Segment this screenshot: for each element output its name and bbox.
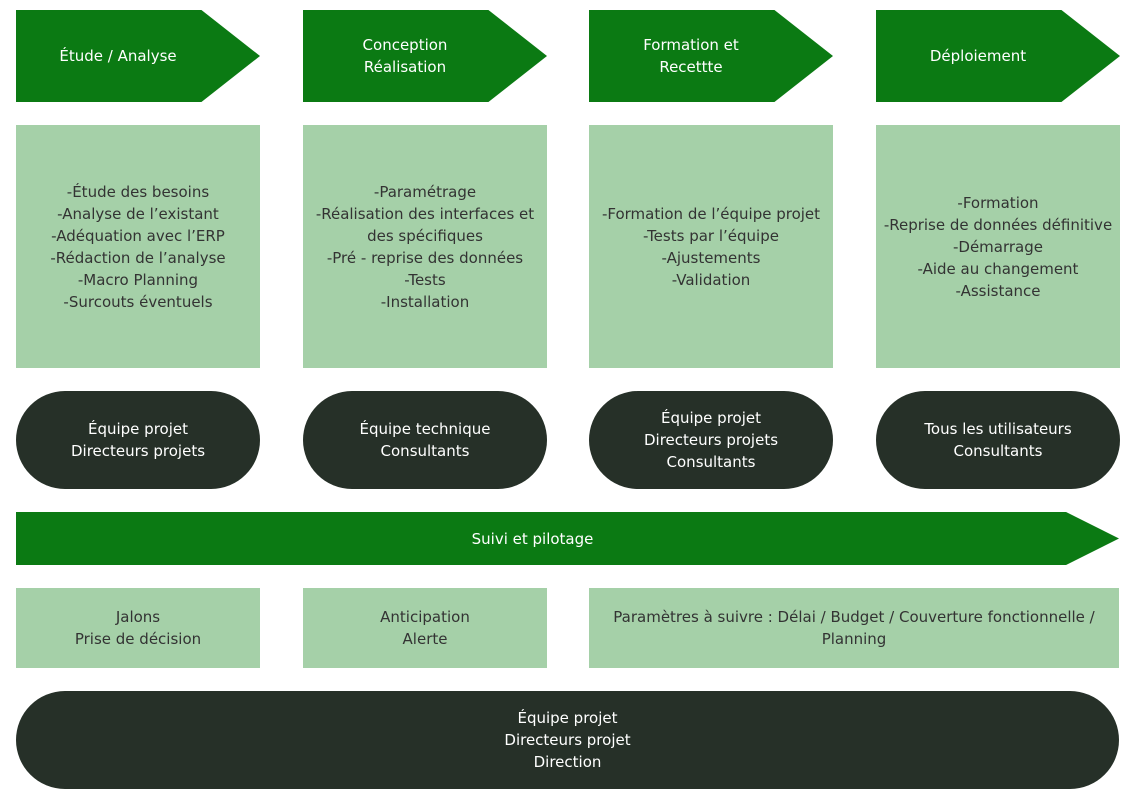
task-item: -Adéquation avec l’ERP [51, 226, 225, 245]
phase-arrow-deploiement: Déploiement [876, 10, 1120, 102]
task-item: -Formation [957, 193, 1039, 212]
phase-actors-deploiement: Tous les utilisateurs Consultants [876, 391, 1120, 489]
task-item: -Démarrage [952, 237, 1043, 256]
phase-arrow-formation: Formation et Recettte [589, 10, 833, 102]
actor-item: Direction [533, 753, 602, 771]
task-item: -Validation [671, 270, 751, 289]
monitoring-item: Anticipation [380, 608, 470, 626]
monitoring-item: Planning [821, 630, 887, 648]
actor-item: Directeurs projet [504, 731, 631, 749]
phase-tasks-formation: -Formation de l’équipe projet -Tests par… [589, 125, 833, 368]
monitoring-box-anticipation: Anticipation Alerte [303, 588, 547, 668]
phase-tasks-etude: -Étude des besoins -Analyse de l’existan… [16, 125, 260, 368]
task-item: -Ajustements [661, 248, 761, 267]
task-item: -Étude des besoins [66, 182, 210, 201]
phase-title-line: Formation et [643, 36, 739, 54]
task-item: -Pré - reprise des données [326, 248, 524, 267]
task-item: -Réalisation des interfaces et [315, 204, 535, 223]
task-item: -Macro Planning [77, 270, 199, 289]
actor-item: Équipe projet [517, 709, 618, 727]
actor-item: Consultants [953, 442, 1043, 460]
phase-arrow-conception: Conception Réalisation [303, 10, 547, 102]
actor-item: Équipe technique [359, 420, 491, 438]
phase-actors-formation: Équipe projet Directeurs projets Consult… [589, 391, 833, 489]
monitoring-arrow: Suivi et pilotage [16, 512, 1119, 565]
actor-item: Équipe projet [87, 420, 188, 438]
task-item: -Paramétrage [373, 182, 477, 201]
actor-item: Consultants [666, 453, 756, 471]
monitoring-title: Suivi et pilotage [471, 529, 594, 548]
task-item: -Tests par l’équipe [643, 226, 779, 245]
task-item: des spécifiques [367, 226, 483, 245]
task-item: -Tests [404, 270, 446, 289]
actor-item: Directeurs projets [70, 442, 206, 460]
actor-item: Équipe projet [660, 409, 761, 427]
phase-title-line: Réalisation [363, 58, 447, 76]
phase-title-line: Conception [362, 36, 448, 54]
monitoring-item: Paramètres à suivre : Délai / Budget / C… [613, 608, 1095, 626]
actor-item: Directeurs projets [643, 431, 779, 449]
actor-item: Consultants [380, 442, 470, 460]
task-item: -Reprise de données définitive [883, 215, 1113, 234]
monitoring-box-milestones: Jalons Prise de décision [16, 588, 260, 668]
monitoring-actors: Équipe projet Directeurs projet Directio… [16, 691, 1119, 789]
monitoring-item: Jalons [115, 608, 161, 626]
phase-tasks-deploiement: -Formation -Reprise de données définitiv… [876, 125, 1120, 368]
phase-arrow-etude: Étude / Analyse [16, 10, 260, 102]
phase-title-line: Étude / Analyse [59, 47, 177, 65]
phase-actors-etude: Équipe projet Directeurs projets [16, 391, 260, 489]
phase-actors-conception: Équipe technique Consultants [303, 391, 547, 489]
task-item: -Aide au changement [917, 259, 1079, 278]
phase-title-line: Déploiement [929, 47, 1027, 65]
task-item: -Analyse de l’existant [57, 204, 219, 223]
task-item: -Installation [380, 292, 470, 311]
monitoring-box-parameters: Paramètres à suivre : Délai / Budget / C… [589, 588, 1119, 668]
monitoring-item: Prise de décision [74, 630, 202, 648]
monitoring-item: Alerte [402, 630, 448, 648]
actor-item: Tous les utilisateurs [924, 420, 1072, 438]
task-item: -Assistance [955, 281, 1041, 300]
phase-title-line: Recettte [659, 58, 723, 76]
task-item: -Surcouts éventuels [63, 292, 213, 311]
task-item: -Rédaction de l’analyse [50, 248, 226, 267]
task-item: -Formation de l’équipe projet [601, 204, 821, 223]
phase-tasks-conception: -Paramétrage -Réalisation des interfaces… [303, 125, 547, 368]
